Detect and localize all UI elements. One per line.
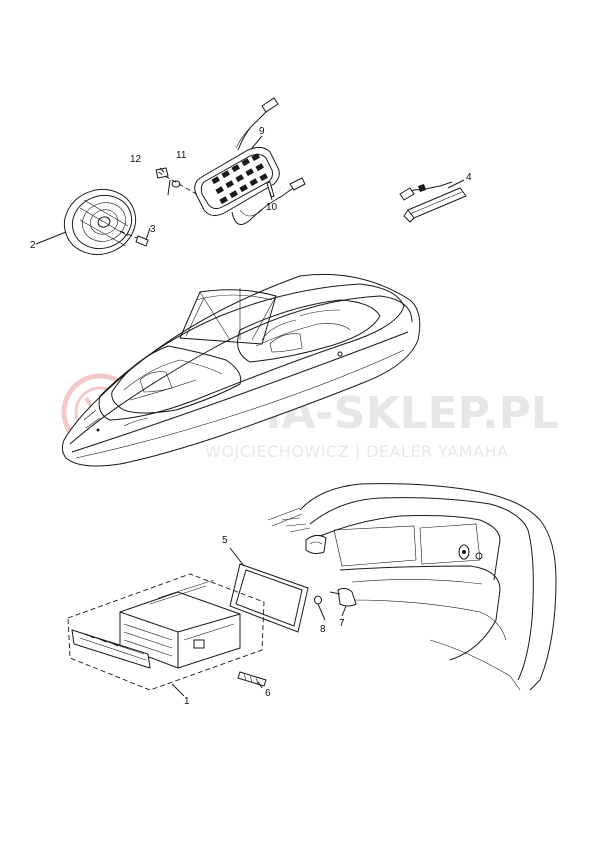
callout-3: 3: [150, 224, 156, 235]
knob: [329, 587, 357, 607]
washer: [314, 595, 322, 605]
radio-screw: [237, 671, 267, 687]
courtesy-light: [399, 181, 467, 223]
callout-5: 5: [222, 535, 228, 546]
radio-bezel: [229, 563, 309, 633]
callout-6: 6: [265, 688, 271, 699]
callout-2: 2: [30, 240, 36, 251]
callout-11: 11: [176, 150, 187, 161]
watermark-subtitle: WOJCIECHOWICZ | DEALER YAMAHA: [205, 442, 508, 461]
leader-lines: [35, 135, 465, 697]
nut-washer: [155, 167, 201, 197]
callout-4: 4: [466, 172, 472, 183]
switch-panel: [194, 97, 306, 225]
boat-hull: [61, 273, 421, 467]
dash-switch: [458, 544, 483, 560]
switch-buttons: [211, 153, 268, 205]
callout-9: 9: [259, 126, 265, 137]
callout-numbers: 2 3 12 11 9 10 4 5 8 7 6 1: [30, 126, 472, 707]
callout-1: 1: [184, 696, 190, 707]
speaker-screw: [119, 230, 149, 247]
dash-fitting: [305, 534, 327, 555]
callout-10: 10: [266, 202, 278, 213]
radio-unit: [67, 573, 265, 691]
speaker: [63, 189, 137, 255]
callout-8: 8: [320, 624, 326, 635]
dash-closeup: [267, 483, 557, 691]
callout-12: 12: [130, 154, 142, 165]
callout-7: 7: [339, 618, 345, 629]
